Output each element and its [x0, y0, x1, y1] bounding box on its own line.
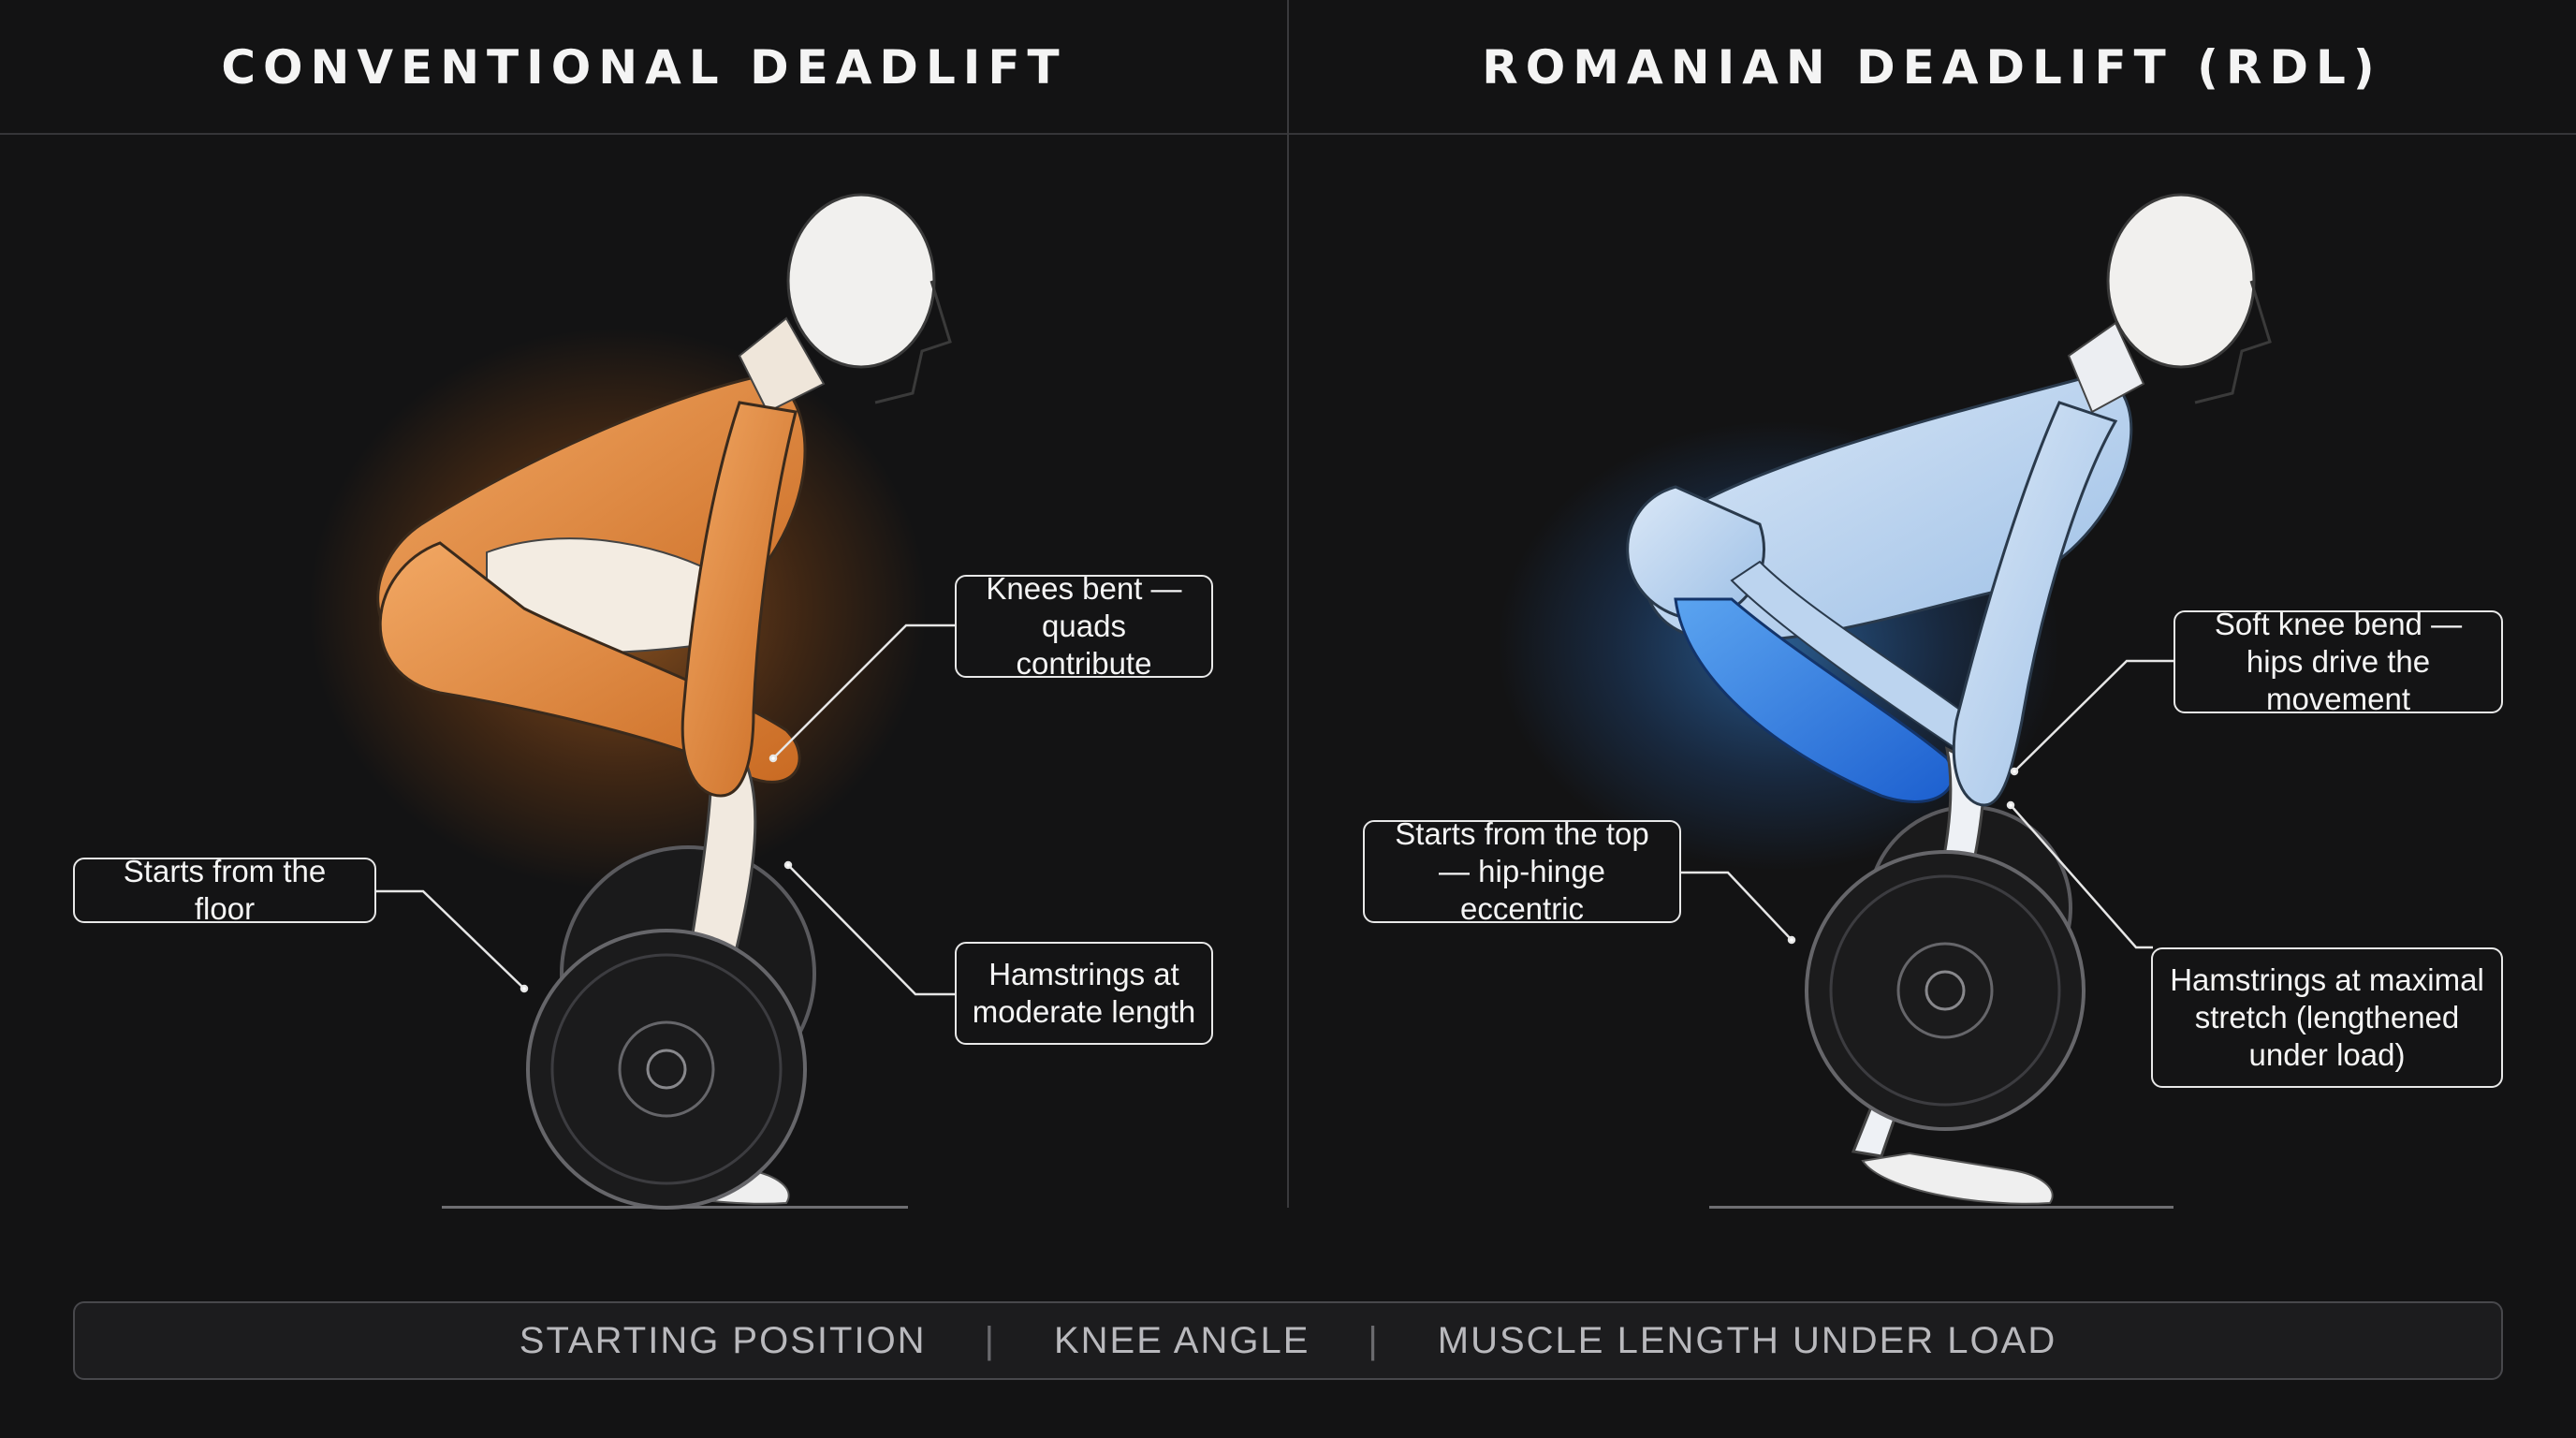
face-profile — [874, 280, 952, 404]
leader-starts-floor — [376, 889, 525, 990]
criteria-starting-position: STARTING POSITION — [519, 1319, 927, 1361]
comparison-criteria-bar: STARTING POSITION | KNEE ANGLE | MUSCLE … — [73, 1301, 2503, 1380]
conventional-leaders — [376, 624, 957, 996]
callout-soft-knee: Soft knee bend — hips drive the movement — [2174, 607, 2503, 716]
arm — [1952, 401, 2118, 807]
criteria-knee-angle: KNEE ANGLE — [1053, 1319, 1310, 1361]
criteria-muscle-length: MUSCLE LENGTH UNDER LOAD — [1437, 1319, 2057, 1361]
plate-hub — [1896, 942, 1994, 1039]
leader-hamstrings-moderate — [787, 864, 957, 996]
criteria-separator: | — [1368, 1319, 1380, 1361]
callout-hamstrings-moderate: Hamstrings at moderate length — [955, 942, 1213, 1045]
plate-hub — [618, 1020, 715, 1118]
leader-soft-knee — [2013, 659, 2174, 772]
arm — [681, 401, 798, 798]
rdl-leaders — [1681, 659, 2174, 949]
head — [2106, 193, 2256, 369]
panel-title-rdl: ROMANIAN DEADLIFT (RDL) — [1482, 39, 2382, 95]
head — [786, 193, 936, 369]
ground-line-rdl — [1709, 1206, 2174, 1209]
callout-knees-bent: Knees bent — quads contribute — [955, 571, 1213, 681]
criteria-separator: | — [984, 1319, 996, 1361]
leader-hamstrings-maximal — [2010, 804, 2153, 949]
face-profile — [2194, 280, 2272, 404]
panel-divider — [1287, 0, 1289, 1208]
rdl-figure — [1498, 193, 2272, 1205]
conventional-figure — [309, 193, 952, 1210]
callout-hamstrings-maximal: Hamstrings at maximal stretch (lengthene… — [2151, 947, 2503, 1088]
panel-title-conventional: CONVENTIONAL DEADLIFT — [221, 39, 1067, 95]
foot — [1861, 1152, 2054, 1205]
front-plate — [526, 929, 807, 1210]
leader-knees-bent — [772, 624, 957, 759]
hamstrings-stretched — [1674, 597, 1954, 803]
callout-starts-floor: Starts from the floor — [73, 854, 376, 926]
front-plate — [1805, 850, 2086, 1131]
leader-starts-top — [1681, 871, 1793, 941]
neck — [2067, 321, 2145, 414]
ground-line-conventional — [442, 1206, 908, 1209]
callout-starts-top: Starts from the top — hip-hinge eccentri… — [1363, 816, 1681, 926]
